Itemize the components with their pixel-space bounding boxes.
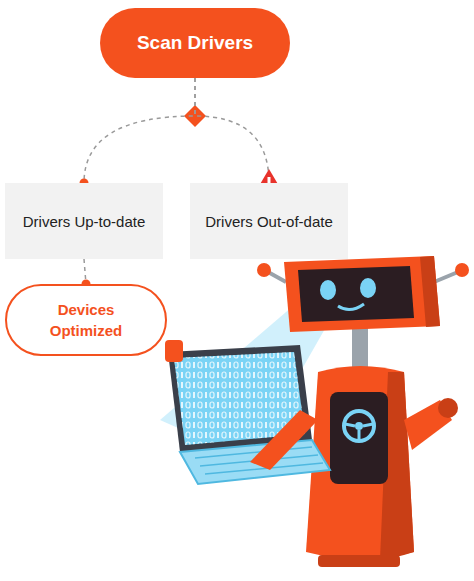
result-box: Drivers Up-to-date xyxy=(5,183,163,259)
dashed-connector xyxy=(195,78,269,183)
outcome-pill: Devices Optimized xyxy=(5,284,167,356)
result-box: Drivers Out-of-date xyxy=(190,183,348,259)
robot-arm xyxy=(250,410,318,470)
robot-head xyxy=(257,256,469,332)
node-text: Scan Drivers xyxy=(137,32,253,54)
node-text: Drivers Up-to-date xyxy=(23,211,146,232)
start-pill: Scan Drivers xyxy=(100,8,290,78)
robot-body xyxy=(306,322,414,567)
dashed-connector xyxy=(84,78,195,183)
node-text: Devices Optimized xyxy=(21,299,151,341)
node-text: Drivers Out-of-date xyxy=(205,211,333,232)
laptop xyxy=(168,345,330,484)
decision-diamond xyxy=(184,105,206,127)
